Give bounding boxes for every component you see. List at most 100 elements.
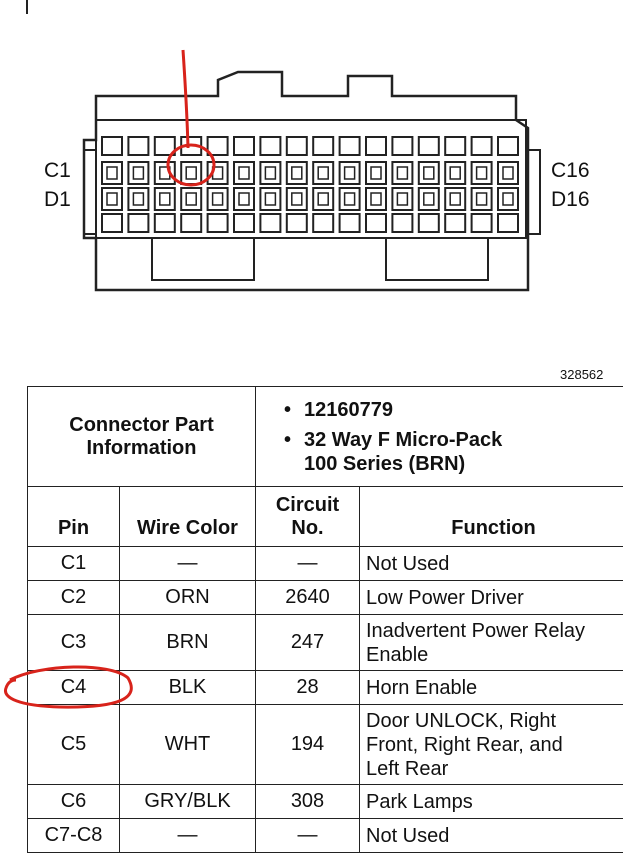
cell-wire-color: BLK xyxy=(119,670,256,705)
pin-contact-d xyxy=(211,192,224,206)
pin-socket-c xyxy=(127,161,150,185)
part-description-line2: 100 Series (BRN) xyxy=(304,452,466,475)
pin-socket-c xyxy=(470,161,493,185)
pin-socket-d xyxy=(206,187,229,211)
function-line: Not Used xyxy=(366,552,450,575)
right-foot xyxy=(385,237,489,281)
cell-pin: C5 xyxy=(27,704,120,785)
pin-bottom-tab xyxy=(497,213,519,233)
cell-function: Horn Enable xyxy=(358,670,623,705)
pin-contact-c xyxy=(238,166,250,180)
pin-contact-c xyxy=(185,166,197,180)
pin-top-tab xyxy=(233,136,255,156)
cell-circuit: — xyxy=(255,546,360,581)
cell-pin: C7-C8 xyxy=(27,818,120,853)
pin-socket-d xyxy=(233,187,255,211)
pin-socket-d xyxy=(180,187,203,211)
header-circuit: Circuit No. xyxy=(255,486,360,547)
pin-bottom-tab xyxy=(417,213,440,233)
pin-contact-d xyxy=(396,192,409,206)
cell-pin: C6 xyxy=(27,784,120,819)
pin-contact-c xyxy=(159,166,171,180)
pin-contact-c xyxy=(396,166,409,180)
pin-socket-d xyxy=(312,187,335,211)
pin-socket-d xyxy=(444,187,467,211)
pin-top-tab xyxy=(470,136,493,156)
part-info-title-line2: Information xyxy=(86,436,197,459)
pin-bottom-tab xyxy=(259,213,282,233)
label-d16: D16 xyxy=(551,188,590,211)
header-row: Pin Wire Color Circuit No. Function xyxy=(27,486,623,547)
cell-pin: C3 xyxy=(27,614,120,671)
pin-top-tab xyxy=(444,136,467,156)
pin-contact-d xyxy=(370,192,382,206)
part-info-title: Connector Part Information xyxy=(27,386,256,487)
pin-contact-d xyxy=(185,192,197,206)
pin-contact-d xyxy=(317,192,329,206)
pin-socket-c xyxy=(338,161,361,185)
pin-socket-d xyxy=(101,187,123,211)
pin-contact-c xyxy=(449,166,461,180)
page-frame-edge xyxy=(26,0,623,14)
cell-pin: C2 xyxy=(27,580,120,615)
table-row: C1——Not Used xyxy=(27,546,623,581)
cell-function: Park Lamps xyxy=(358,784,623,819)
label-d1: D1 xyxy=(44,188,71,211)
pin-socket-c xyxy=(206,161,229,185)
pin-bottom-tab xyxy=(338,213,361,233)
pin-contact-c xyxy=(370,166,382,180)
cell-wire-color: ORN xyxy=(119,580,256,615)
pin-contact-d xyxy=(449,192,461,206)
label-c1: C1 xyxy=(44,159,71,182)
part-description-line1: 32 Way F Micro-Pack xyxy=(304,428,503,451)
pin-socket-d xyxy=(365,187,387,211)
pin-top-tab xyxy=(127,136,150,156)
pin-top-tab xyxy=(285,136,308,156)
pin-contact-c xyxy=(132,166,145,180)
connector-diagram xyxy=(82,70,541,292)
pin-contact-d xyxy=(423,192,435,206)
function-line: Park Lamps xyxy=(366,790,473,813)
cell-pin: C4 xyxy=(27,670,120,705)
pinout-table: Connector Part Information 12160779 32 W… xyxy=(27,386,623,853)
cell-wire-color: — xyxy=(119,546,256,581)
pin-contact-c xyxy=(502,166,514,180)
header-circuit-line1: Circuit xyxy=(275,493,340,516)
pin-contact-c xyxy=(211,166,224,180)
left-latch xyxy=(83,149,97,235)
pin-contact-c xyxy=(106,166,118,180)
pin-socket-d xyxy=(259,187,282,211)
pin-contact-d xyxy=(132,192,145,206)
pin-top-tab xyxy=(259,136,282,156)
pin-top-tab xyxy=(497,136,519,156)
pin-contact-c xyxy=(475,166,488,180)
pin-socket-c xyxy=(497,161,519,185)
pin-top-tab xyxy=(312,136,335,156)
pin-contact-d xyxy=(106,192,118,206)
pin-contact-d xyxy=(159,192,171,206)
pin-contact-d xyxy=(264,192,277,206)
pin-top-tab xyxy=(180,136,203,156)
function-line: Left Rear xyxy=(366,757,449,780)
pin-top-tab xyxy=(391,136,414,156)
pin-top-tab xyxy=(153,136,176,156)
pin-socket-c xyxy=(259,161,282,185)
pin-top-tab xyxy=(338,136,361,156)
pin-contact-d xyxy=(291,192,303,206)
cell-circuit: 194 xyxy=(255,704,360,785)
pin-grid xyxy=(101,136,519,233)
pin-contact-c xyxy=(264,166,277,180)
pin-socket-c xyxy=(391,161,414,185)
part-number: 12160779 xyxy=(284,398,621,422)
pin-bottom-tab xyxy=(391,213,414,233)
pin-contact-c xyxy=(317,166,329,180)
pin-bottom-tab xyxy=(180,213,203,233)
header-wire-color: Wire Color xyxy=(119,486,256,547)
pin-socket-c xyxy=(180,161,203,185)
pin-contact-d xyxy=(502,192,514,206)
